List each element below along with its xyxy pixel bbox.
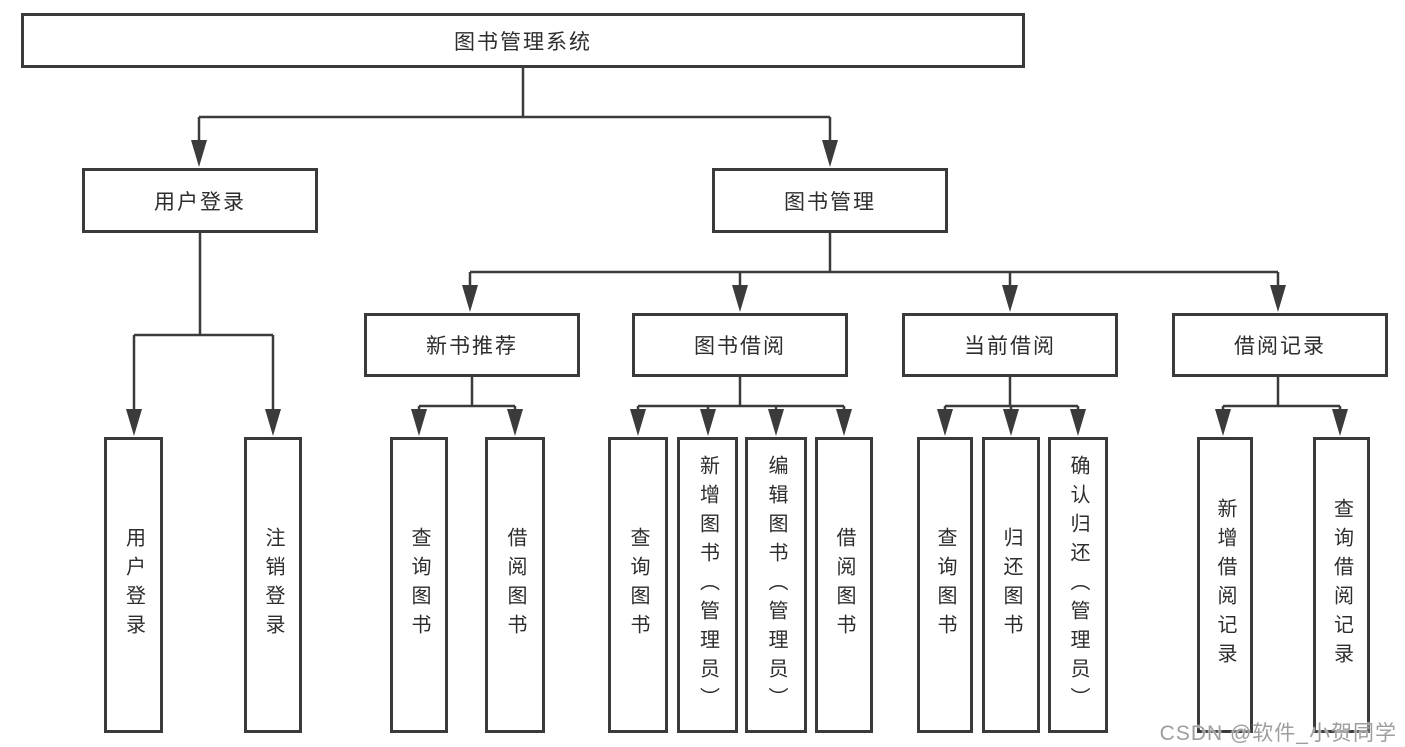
leaf-edit-books-admin: 编辑图书（管理员） [745,437,807,733]
watermark: CSDN @软件_小贺同学 [1159,722,1397,745]
arrow-down-icon [822,140,838,167]
leaf-user-login: 用户登录 [104,437,163,733]
arrow-down-icon [462,285,478,312]
arrow-down-icon [191,140,207,167]
arrow-down-icon [768,409,784,436]
arrow-down-icon [411,409,427,436]
node-new-book-recommend: 新书推荐 [364,313,580,377]
node-book-management: 图书管理 [712,168,948,233]
leaf-logout: 注销登录 [244,437,302,733]
arrow-down-icon [836,409,852,436]
arrow-down-icon [732,285,748,312]
leaf-confirm-return-admin: 确认归还（管理员） [1048,437,1108,733]
arrow-down-icon [1002,285,1018,312]
leaf-user-login-label: 用户登录 [122,527,145,643]
leaf-borrow-books-recommend: 借阅图书 [485,437,545,733]
node-book-borrowing-label: 图书借阅 [694,335,786,358]
arrow-down-icon [265,409,281,436]
leaf-add-books-admin-label: 新增图书（管理员） [696,454,719,716]
leaf-query-books-current-label: 查询图书 [934,527,956,643]
arrow-down-icon [1270,285,1286,312]
node-user-login-label: 用户登录 [154,190,246,214]
node-current-borrowing: 当前借阅 [902,313,1118,377]
leaf-query-books-recommend: 查询图书 [390,437,448,733]
arrow-down-icon [1332,409,1348,436]
node-user-login: 用户登录 [82,168,318,233]
node-new-book-recommend-label: 新书推荐 [426,335,518,358]
node-borrowing-records-label: 借阅记录 [1234,335,1326,358]
leaf-add-books-admin: 新增图书（管理员） [677,437,738,733]
node-book-borrowing: 图书借阅 [632,313,848,377]
arrow-down-icon [630,409,646,436]
leaf-query-borrow-record-label: 查询借阅记录 [1330,498,1353,672]
arrow-down-icon [1070,409,1086,436]
leaf-query-books-recommend-label: 查询图书 [408,527,430,643]
leaf-query-borrow-record: 查询借阅记录 [1313,437,1370,733]
node-current-borrowing-label: 当前借阅 [964,335,1056,358]
leaf-borrow-books: 借阅图书 [815,437,873,733]
node-root-label: 图书管理系统 [454,30,592,54]
leaf-logout-label: 注销登录 [262,527,284,643]
arrow-down-icon [1003,409,1019,436]
leaf-query-books-current: 查询图书 [917,437,973,733]
leaf-confirm-return-admin-label: 确认归还（管理员） [1067,454,1089,716]
arrow-down-icon [126,409,142,436]
leaf-add-borrow-record: 新增借阅记录 [1197,437,1253,733]
leaf-query-books-borrow-label: 查询图书 [627,527,649,643]
leaf-borrow-books-label: 借阅图书 [833,527,855,643]
node-root: 图书管理系统 [21,13,1025,68]
node-book-management-label: 图书管理 [784,190,876,214]
arrow-down-icon [937,409,953,436]
leaf-query-books-borrow: 查询图书 [608,437,668,733]
node-borrowing-records: 借阅记录 [1172,313,1388,377]
arrow-down-icon [507,409,523,436]
arrow-down-icon [1215,409,1231,436]
arrow-down-icon [700,409,716,436]
leaf-edit-books-admin-label: 编辑图书（管理员） [765,454,787,716]
leaf-return-books-label: 归还图书 [1000,527,1022,643]
leaf-return-books: 归还图书 [982,437,1040,733]
leaf-borrow-books-recommend-label: 借阅图书 [504,527,526,643]
leaf-add-borrow-record-label: 新增借阅记录 [1214,498,1236,672]
